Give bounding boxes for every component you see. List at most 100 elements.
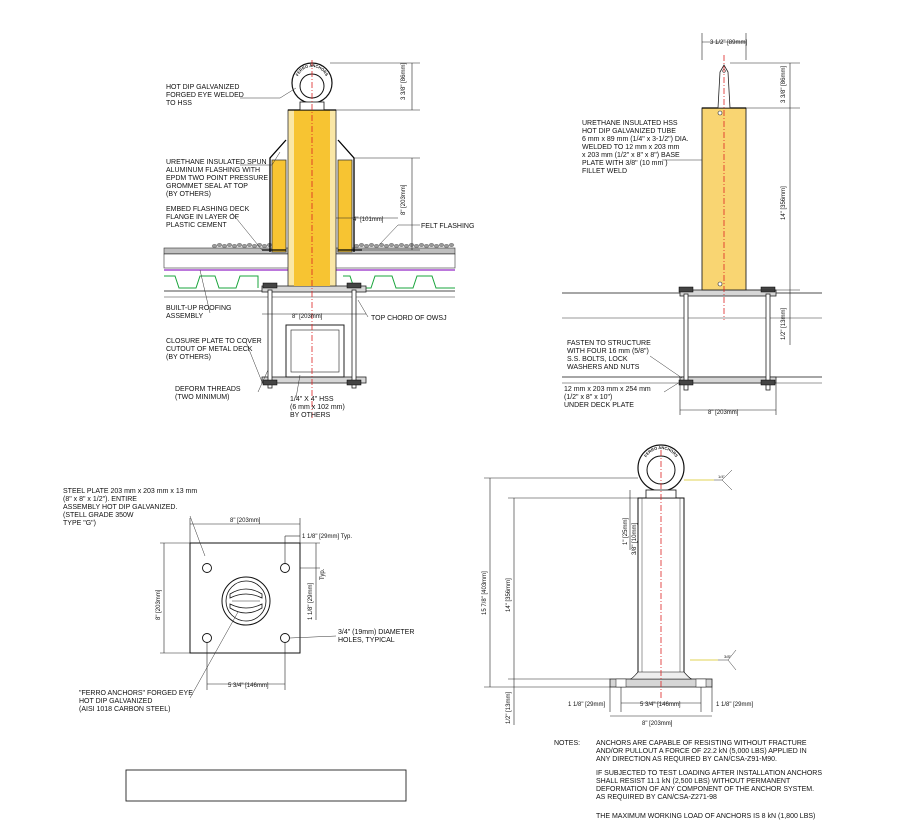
gravel-stone bbox=[353, 244, 360, 248]
gravel-stone bbox=[423, 244, 430, 248]
roof-section-detail: FERRO ANCHORS 3 3/8" [86mm] 8" [203mm] 4… bbox=[163, 60, 474, 420]
plan-eye-top bbox=[229, 588, 263, 599]
br-dim-1-label: 1" [25mm] bbox=[623, 518, 629, 545]
leader-built-up bbox=[199, 269, 211, 314]
plan-dim-8-top-label: 8" [203mm] bbox=[230, 518, 261, 524]
tr-weep-top bbox=[717, 110, 723, 116]
gravel-stone bbox=[221, 244, 228, 248]
tr-weep-bottom bbox=[717, 281, 723, 287]
label-built-up: BUILT-UP ROOFING ASSEMBLY bbox=[166, 305, 233, 320]
gravel-stone bbox=[246, 243, 253, 247]
title-block bbox=[125, 769, 407, 802]
gravel-left bbox=[211, 243, 273, 248]
br-dim-158-label: 15 7/8" [403mm] bbox=[482, 571, 488, 615]
post-elevation-detail: 3 1/2" [89mm] 3 3/8" [86mm] 14" [356mm] … bbox=[562, 33, 822, 416]
gravel-stone bbox=[231, 244, 238, 248]
gravel-stone bbox=[438, 243, 445, 247]
tr-dim-top-label: 3 1/2" [89mm] bbox=[710, 40, 747, 46]
nut-top-left bbox=[262, 282, 278, 289]
gravel-stone bbox=[448, 243, 455, 247]
note-1: ANCHORS ARE CAPABLE OF RESISTING WITHOUT… bbox=[596, 740, 809, 763]
plan-dim-118-top-label: 1 1/8" [29mm] Typ. bbox=[302, 534, 352, 540]
flashing-cone-left bbox=[269, 139, 287, 252]
gravel-stone bbox=[373, 244, 380, 248]
tr-dim-half-label: 1/2" [13mm] bbox=[781, 308, 787, 340]
tr-bolt-left bbox=[683, 293, 689, 391]
gravel-stone bbox=[383, 244, 390, 248]
dim-8h-label: 8" [203mm] bbox=[292, 314, 323, 320]
tr-label-urethane: URETHANE INSULATED HSS HOT DIP GALVANIZE… bbox=[582, 120, 690, 175]
br-dim-118-l-label: 1 1/8" [29mm] bbox=[568, 702, 605, 708]
br-hole-left bbox=[615, 678, 627, 688]
notes-label: NOTES: bbox=[554, 740, 580, 747]
dim-eye-label: 3 3/8" [86mm] bbox=[401, 63, 407, 100]
plan-label-ferro: "FERRO ANCHORS" FORGED EYE HOT DIP GALVA… bbox=[79, 690, 195, 713]
hss-inner bbox=[290, 329, 340, 373]
leader-closure bbox=[245, 341, 263, 383]
plan-hole-top-left bbox=[202, 563, 212, 573]
nut-bottom-left bbox=[262, 379, 278, 386]
plan-leader-ferro bbox=[189, 611, 239, 699]
nut-bottom-right bbox=[346, 379, 362, 386]
gravel-stone bbox=[443, 244, 450, 248]
leader-urethane bbox=[240, 151, 281, 166]
plan-hole-top-right bbox=[280, 563, 290, 573]
label-hot-dip: HOT DIP GALVANIZED FORGED EYE WELDED TO … bbox=[166, 84, 246, 107]
leader-top-chord bbox=[357, 299, 369, 318]
tr-label-fasten: FASTEN TO STRUCTURE WITH FOUR 16 mm (5/8… bbox=[567, 340, 653, 371]
leader-hot-dip bbox=[240, 87, 297, 99]
br-weld-bot-label: 3/8" bbox=[724, 654, 732, 659]
br-dim-118-r-label: 1 1/8" [29mm] bbox=[716, 702, 753, 708]
flashing-insulation-left bbox=[271, 159, 287, 253]
gravel-stone bbox=[368, 243, 375, 247]
plan-dim-534-label: 5 3/4" [146mm] bbox=[228, 683, 269, 689]
tr-nut-top-left bbox=[678, 286, 694, 293]
gravel-stone bbox=[393, 244, 400, 248]
br-hole-right bbox=[695, 678, 707, 688]
gravel-stone bbox=[358, 243, 365, 247]
metal-deck-left bbox=[164, 275, 259, 289]
gravel-stone bbox=[261, 244, 268, 248]
plan-hole-bottom-right bbox=[280, 633, 290, 643]
gravel-right bbox=[353, 243, 455, 248]
tr-dim-14-label: 14" [356mm] bbox=[781, 186, 787, 220]
gravel-stone bbox=[363, 244, 370, 248]
gravel-stone bbox=[403, 244, 410, 248]
label-deform: DEFORM THREADS (TWO MINIMUM) bbox=[175, 386, 243, 401]
tr-dim-8-label: 8" [203mm] bbox=[708, 410, 739, 416]
leader-deform bbox=[257, 369, 269, 393]
gravel-stone bbox=[433, 244, 440, 248]
plan-hole-bottom-left bbox=[202, 633, 212, 643]
tr-label-plate: 12 mm x 203 mm x 254 mm (1/2" x 8" x 10"… bbox=[564, 386, 653, 409]
br-dim-8-label: 8" [203mm] bbox=[642, 721, 673, 727]
leader-embed bbox=[231, 212, 263, 251]
nut-top-right bbox=[346, 282, 362, 289]
tr-nut-bottom-right bbox=[760, 379, 776, 386]
dim-4-label: 4" [101mm] bbox=[353, 217, 384, 223]
gravel-stone bbox=[211, 244, 218, 248]
plan-dim-8-left-label: 8" [203mm] bbox=[156, 589, 162, 620]
label-felt-flashing: FELT FLASHING bbox=[421, 223, 474, 230]
tr-dim-eye-label: 3 3/8" [86mm] bbox=[781, 66, 787, 103]
br-weld-bot-tail bbox=[727, 659, 737, 671]
dim-8v-label: 8" [203mm] bbox=[401, 184, 407, 215]
anchor-elevation-detail: FERRO ANCHORS 1/4" 3/8" 15 7/8" [403mm] … bbox=[482, 444, 753, 727]
label-embed: EMBED FLASHING DECK FLANGE IN LAYER OF P… bbox=[166, 206, 251, 229]
plan-leader-holes bbox=[289, 635, 337, 639]
tr-nut-top-right bbox=[760, 286, 776, 293]
gravel-stone bbox=[236, 243, 243, 247]
label-top-chord: TOP CHORD OF OWSJ bbox=[371, 315, 447, 322]
label-urethane-flashing: URETHANE INSULATED SPUN ALUMINUM FLASHIN… bbox=[166, 159, 270, 198]
leader-hss bbox=[295, 374, 301, 399]
base-plate-plan-detail: 8" [203mm] 1 1/8" [29mm] Typ. 8" [203mm]… bbox=[63, 488, 414, 713]
tr-eye-profile bbox=[717, 64, 731, 109]
gravel-stone bbox=[418, 243, 425, 247]
gravel-stone bbox=[378, 243, 385, 247]
br-dim-534-label: 5 3/4" [146mm] bbox=[640, 702, 681, 708]
flashing-insulation-right bbox=[337, 159, 353, 253]
label-closure: CLOSURE PLATE TO COVER CUTOUT OF METAL D… bbox=[166, 338, 264, 361]
gravel-stone bbox=[226, 243, 233, 247]
plan-dim-typ-label: Typ. bbox=[320, 568, 326, 580]
tr-bolt-right bbox=[765, 293, 771, 391]
